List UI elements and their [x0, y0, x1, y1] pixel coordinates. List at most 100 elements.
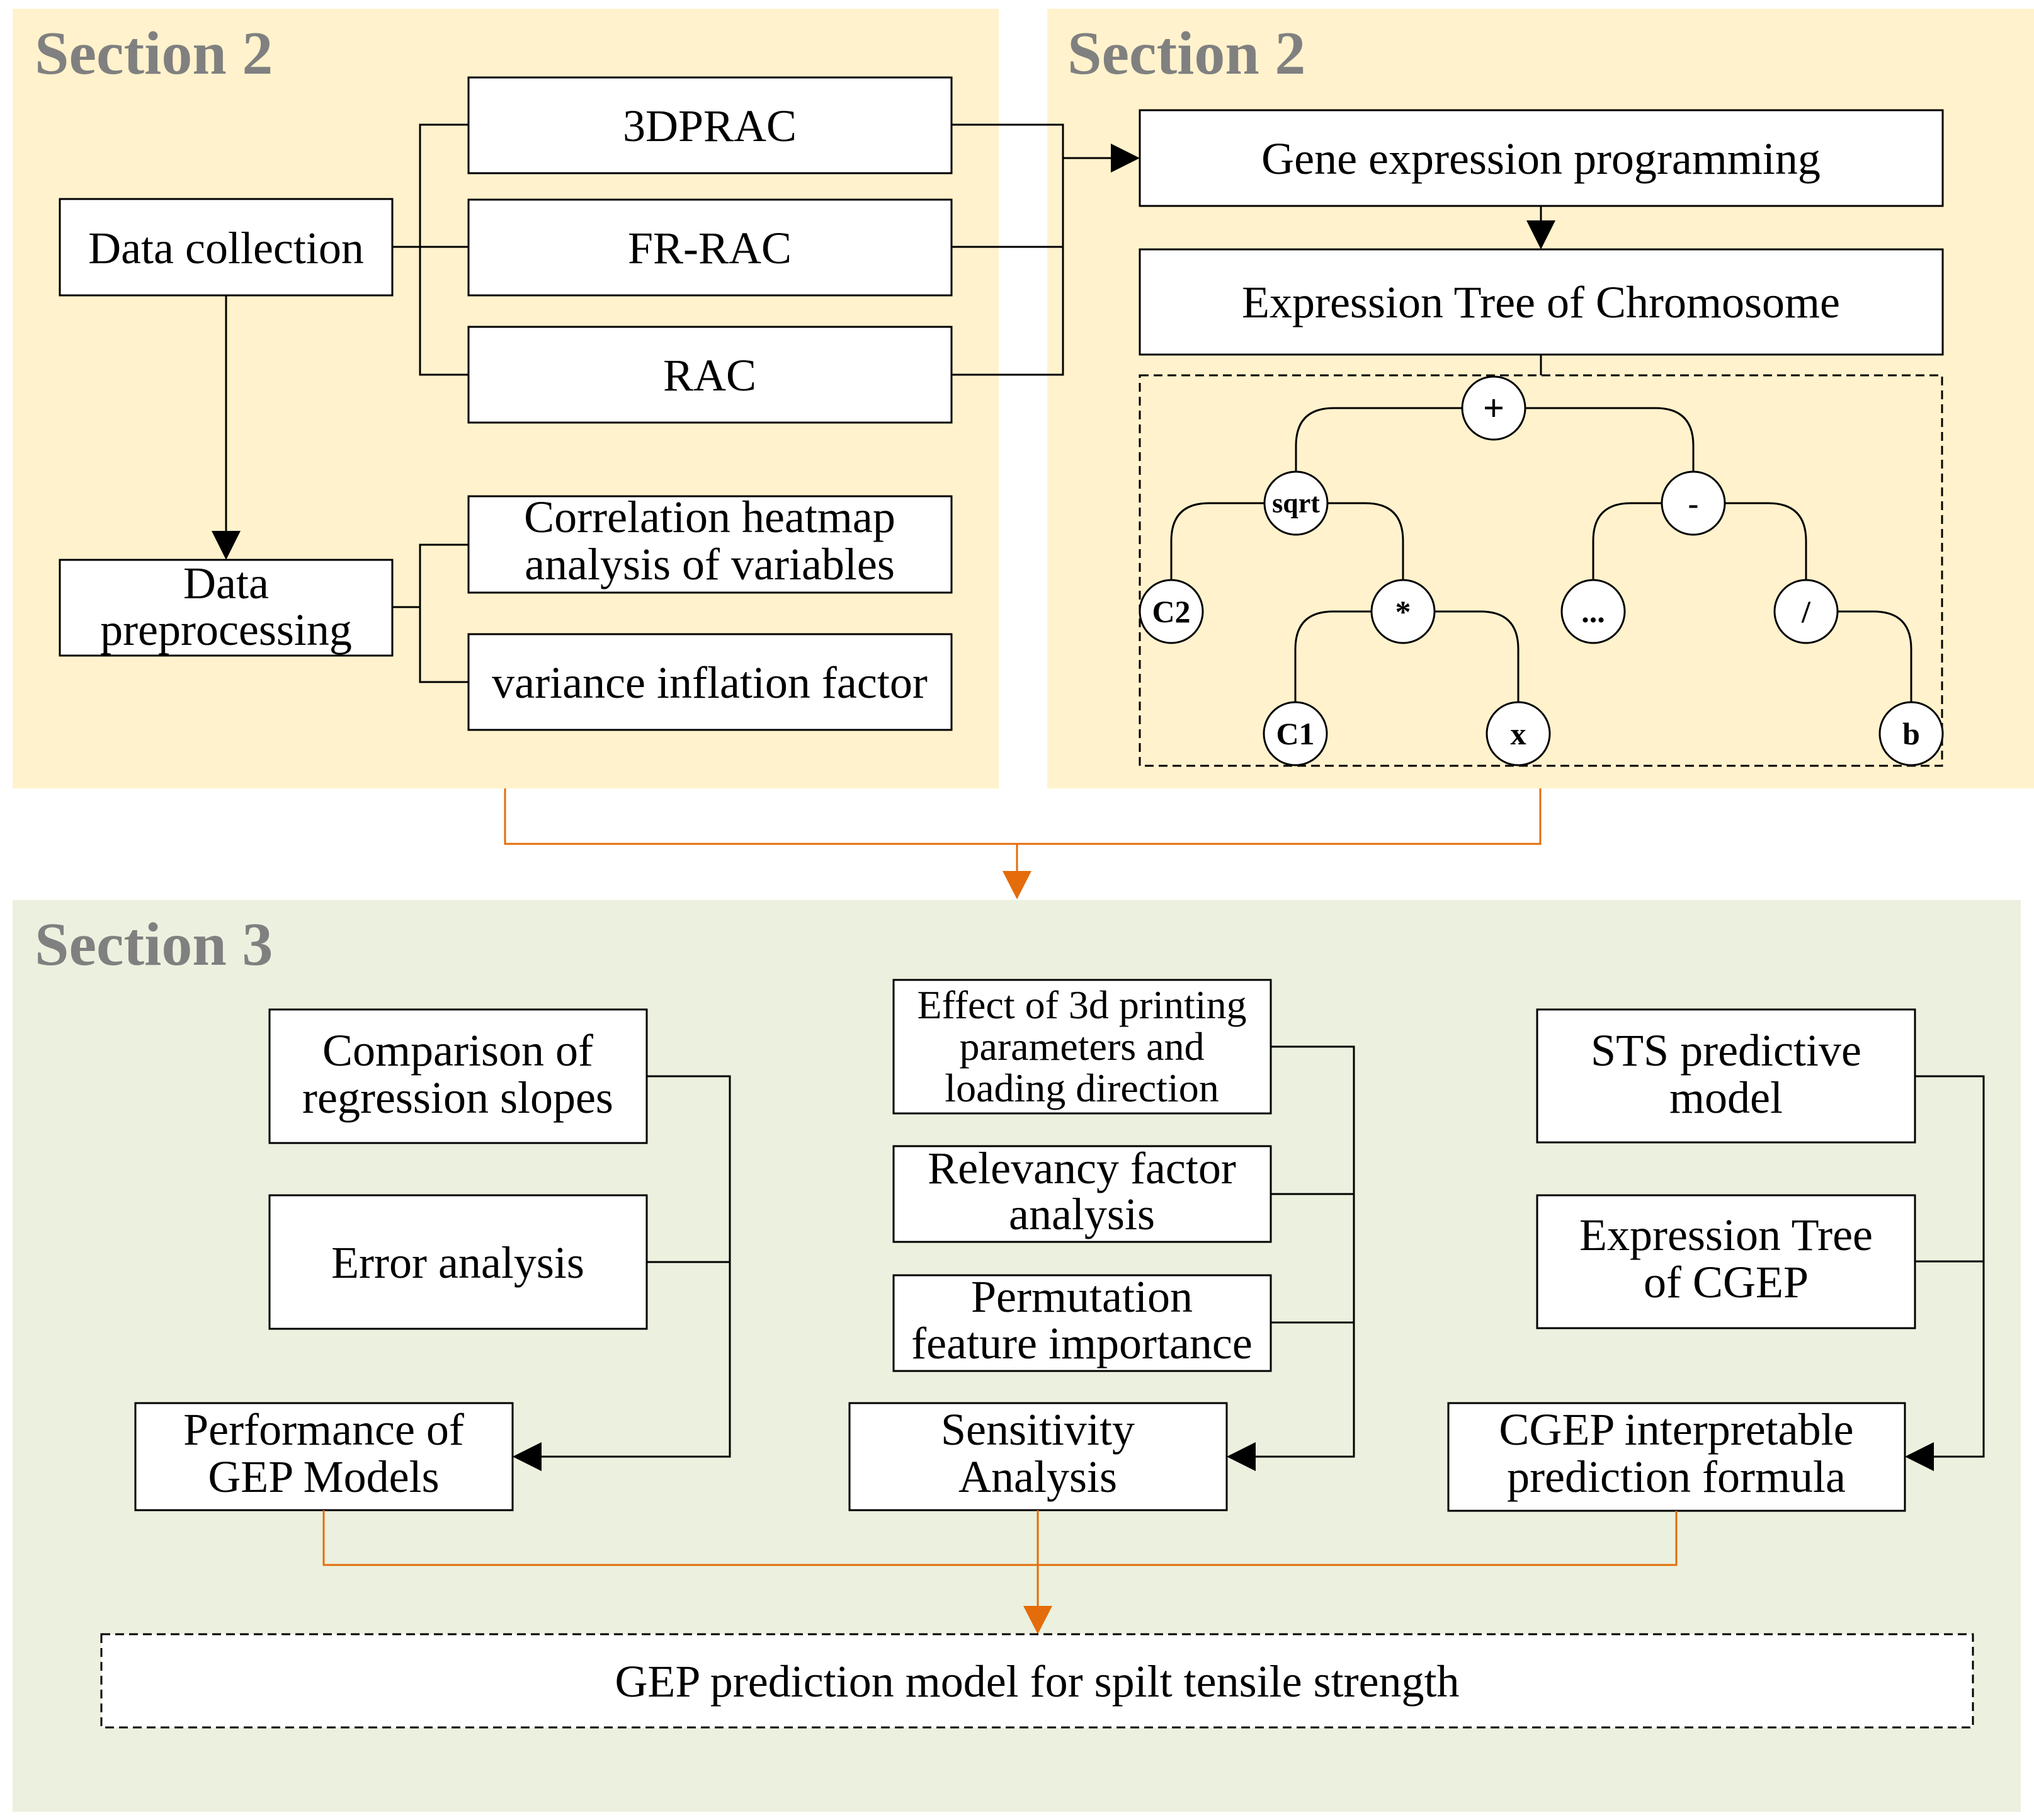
tree-edge: [1327, 502, 1404, 580]
permutation-importance-box[interactable]: Permutation feature importance: [892, 1271, 1272, 1372]
vif-label: variance inflation factor: [492, 657, 928, 708]
tree-node-x: x: [1486, 701, 1551, 766]
et-cgep-label-line1: Expression Tree: [1579, 1210, 1873, 1260]
bracket-middle-group: [1256, 1045, 1355, 1458]
data-type-box-frrac[interactable]: FR-RAC: [467, 198, 953, 297]
tree-edge: [1838, 610, 1912, 702]
tree-edge: [1170, 502, 1264, 580]
arrow-down-icon: [212, 531, 241, 560]
arrow-left-icon: [513, 1442, 542, 1471]
tree-node-c2: C2: [1139, 579, 1204, 644]
tree-node-circle: [1370, 579, 1436, 644]
performance-box[interactable]: Performance of GEP Models: [134, 1402, 514, 1511]
tree-node-label: b: [1902, 716, 1920, 751]
error-analysis-label: Error analysis: [331, 1237, 584, 1288]
effect-3d-printing-box[interactable]: Effect of 3d printing parameters and loa…: [892, 979, 1272, 1115]
data-preprocessing-label-line2: preprocessing: [100, 605, 352, 655]
tree-edge: [1525, 407, 1695, 472]
orange-arrow-down-icon: [1023, 1606, 1052, 1634]
bracket-to-gep: [952, 123, 1064, 376]
tree-node-label: /: [1801, 594, 1811, 629]
tree-edge: [1295, 407, 1462, 472]
expression-tree-box[interactable]: Expression Tree of Chromosome: [1139, 248, 1944, 356]
cgep-formula-label-line2: prediction formula: [1507, 1452, 1846, 1502]
section2-left-title: Section 2: [35, 20, 273, 88]
tree-node-label: ...: [1581, 594, 1605, 629]
bracket-right-group: [1915, 1075, 1985, 1458]
tree-node-label: -: [1688, 486, 1699, 521]
tree-edge: [1725, 502, 1807, 580]
tree-edges: [1170, 407, 1912, 702]
gep-box[interactable]: Gene expression programming: [1139, 109, 1944, 207]
correlation-label-line1: Correlation heatmap: [524, 492, 895, 542]
bracket-data-types: [419, 123, 469, 376]
data-preprocessing-label-line1: Data: [183, 558, 269, 608]
tree-node-mult: *: [1370, 579, 1436, 644]
tree-nodes: + sqrt - C2 *... / C1 x b: [1139, 375, 1944, 766]
section3-title: Section 3: [35, 911, 273, 979]
tree-node-circle: [1461, 375, 1526, 441]
tree-edge: [1592, 502, 1662, 580]
error-analysis-box[interactable]: Error analysis: [268, 1194, 648, 1330]
sts-label-line1: STS predictive: [1591, 1025, 1861, 1076]
data-type-label: FR-RAC: [628, 223, 792, 273]
sts-predictive-model-box[interactable]: STS predictive model: [1536, 1008, 1916, 1144]
arrow-right-icon: [1111, 144, 1140, 173]
relevancy-label-line1: Relevancy factor: [928, 1143, 1236, 1193]
tree-node-circle: [1486, 701, 1551, 766]
data-preprocessing-box[interactable]: Data preprocessing: [59, 558, 394, 657]
data-type-box-3dprac[interactable]: 3DPRAC: [467, 76, 953, 174]
tree-node-circle: [1139, 579, 1204, 644]
bracket-left-group: [542, 1075, 731, 1458]
arrow-left-icon: [1905, 1442, 1934, 1471]
bracket-preprocessing-methods: [419, 543, 469, 683]
tree-node-circle: [1773, 579, 1839, 644]
relevancy-label-line2: analysis: [1009, 1189, 1155, 1239]
data-type-label: 3DPRAC: [623, 101, 797, 151]
tree-node-label: C2: [1152, 594, 1190, 629]
cgep-formula-label-line1: CGEP interpretable: [1499, 1404, 1853, 1455]
final-output-box[interactable]: GEP prediction model for spilt tensile s…: [100, 1633, 1974, 1729]
section2-to-section3-connector: [504, 788, 1542, 845]
comparison-label-line2: regression slopes: [302, 1072, 613, 1123]
expression-tree-label: Expression Tree of Chromosome: [1242, 277, 1840, 327]
data-collection-box[interactable]: Data collection: [59, 198, 394, 297]
tree-node-div: /: [1773, 579, 1839, 644]
tree-node-circle: [1263, 470, 1329, 536]
performance-label-line2: GEP Models: [208, 1452, 439, 1502]
et-cgep-label-line2: of CGEP: [1644, 1257, 1809, 1307]
tree-node-label: sqrt: [1272, 488, 1320, 519]
tree-node-sqrt: sqrt: [1263, 470, 1329, 536]
tree-node-circle: [1263, 701, 1328, 766]
tree-node-circle: [1878, 701, 1944, 766]
effect-label-line2: parameters and: [959, 1024, 1204, 1069]
permutation-label-line1: Permutation: [971, 1271, 1193, 1322]
tree-node-circle: [1560, 579, 1626, 644]
correlation-label-line2: analysis of variables: [525, 539, 895, 589]
tree-node-circle: [1661, 470, 1726, 536]
permutation-label-line2: feature importance: [911, 1318, 1253, 1368]
tree-edge: [1294, 610, 1372, 702]
expression-tree-frame: [1139, 374, 1943, 767]
tree-node-label: x: [1511, 716, 1526, 751]
comparison-box[interactable]: Comparison of regression slopes: [268, 1008, 648, 1144]
data-type-label: RAC: [663, 350, 756, 401]
relevancy-factor-box[interactable]: Relevancy factor analysis: [892, 1143, 1272, 1243]
section3-merge-connector: [322, 1510, 1678, 1566]
vif-box[interactable]: variance inflation factor: [467, 633, 953, 731]
tree-node-b: b: [1878, 701, 1944, 766]
sensitivity-analysis-box[interactable]: Sensitivity Analysis: [848, 1402, 1228, 1511]
expression-tree-cgep-box[interactable]: Expression Tree of CGEP: [1536, 1194, 1916, 1329]
cgep-formula-box[interactable]: CGEP interpretable prediction formula: [1447, 1402, 1906, 1512]
tree-node-ellipsis: ...: [1560, 579, 1626, 644]
data-type-box-rac[interactable]: RAC: [467, 326, 953, 424]
arrow-left-icon: [1227, 1442, 1256, 1471]
correlation-heatmap-box[interactable]: Correlation heatmap analysis of variable…: [467, 492, 953, 594]
tree-node-label: +: [1483, 387, 1504, 429]
effect-label-line1: Effect of 3d printing: [917, 982, 1246, 1027]
tree-node-label: C1: [1276, 716, 1314, 751]
tree-node-minus: -: [1661, 470, 1726, 536]
orange-arrow-down-icon: [1003, 871, 1031, 899]
final-output-label: GEP prediction model for spilt tensile s…: [615, 1656, 1459, 1707]
